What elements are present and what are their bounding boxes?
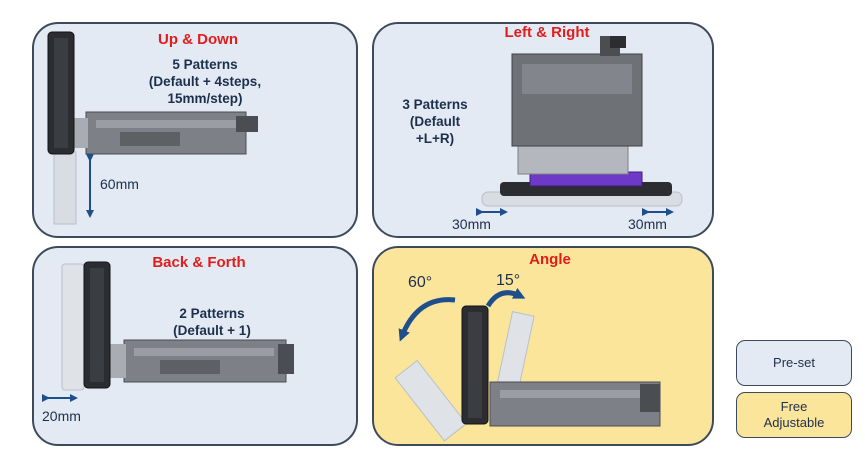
back-forth-measure: 20mm (42, 408, 81, 424)
legend-preset: Pre-set (736, 340, 852, 386)
legend-free-adjustable: Free Adjustable (736, 392, 852, 438)
back-forth-description: 2 Patterns (Default + 1) (173, 306, 251, 338)
angle-device (394, 305, 661, 442)
left-measure: 30mm (452, 216, 491, 232)
angle-title: Angle (529, 251, 571, 268)
left-right-device (481, 36, 683, 207)
angle-back-label: 60° (408, 274, 433, 291)
up-down-device (47, 31, 258, 225)
left-right-title: Left & Right (504, 24, 590, 41)
right-measure: 30mm (628, 216, 667, 232)
angle-forward-arrow (485, 287, 526, 308)
angle-forward-label: 15° (496, 272, 521, 289)
up-down-title: Up & Down (158, 31, 238, 48)
left-right-description: 3 Patterns (Default +L+R) (402, 97, 468, 146)
back-forth-title: Back & Forth (152, 254, 246, 271)
back-forth-device (61, 261, 294, 391)
up-down-measure: 60mm (100, 176, 139, 192)
up-down-description: 5 Patterns (Default + 4steps, 15mm/step) (148, 57, 262, 106)
angle-back-arrow (398, 297, 456, 342)
